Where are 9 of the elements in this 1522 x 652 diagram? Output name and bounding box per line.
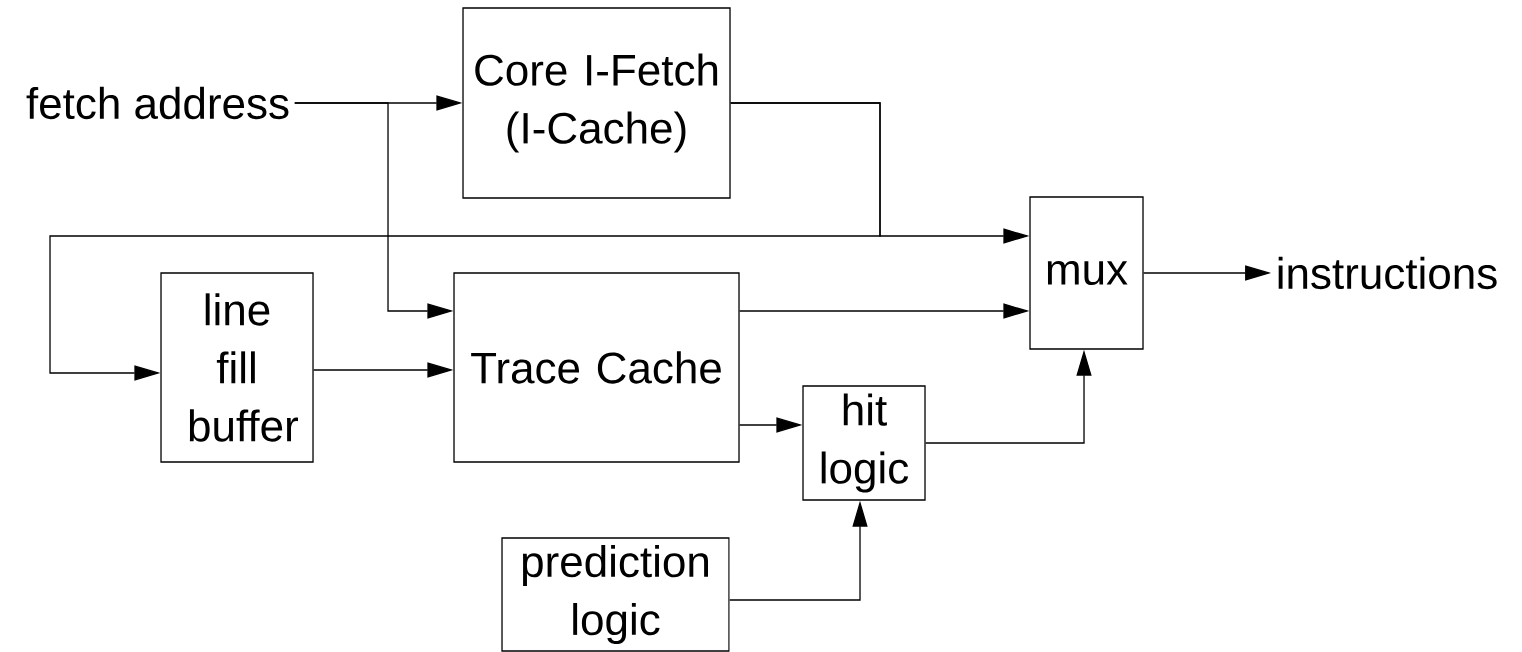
process-box: prediction logic <box>501 537 730 652</box>
signal-label: fetch address <box>26 86 289 120</box>
process-box: hit logic <box>802 385 926 501</box>
arrow <box>49 102 881 381</box>
process-box: line fill buffer <box>160 272 314 463</box>
process-box: mux <box>1029 196 1144 350</box>
process-box: Core I-Fetch (I-Cache) <box>462 7 731 199</box>
process-box: Trace Cache <box>453 272 740 463</box>
signal-label: instructions <box>1278 256 1497 290</box>
